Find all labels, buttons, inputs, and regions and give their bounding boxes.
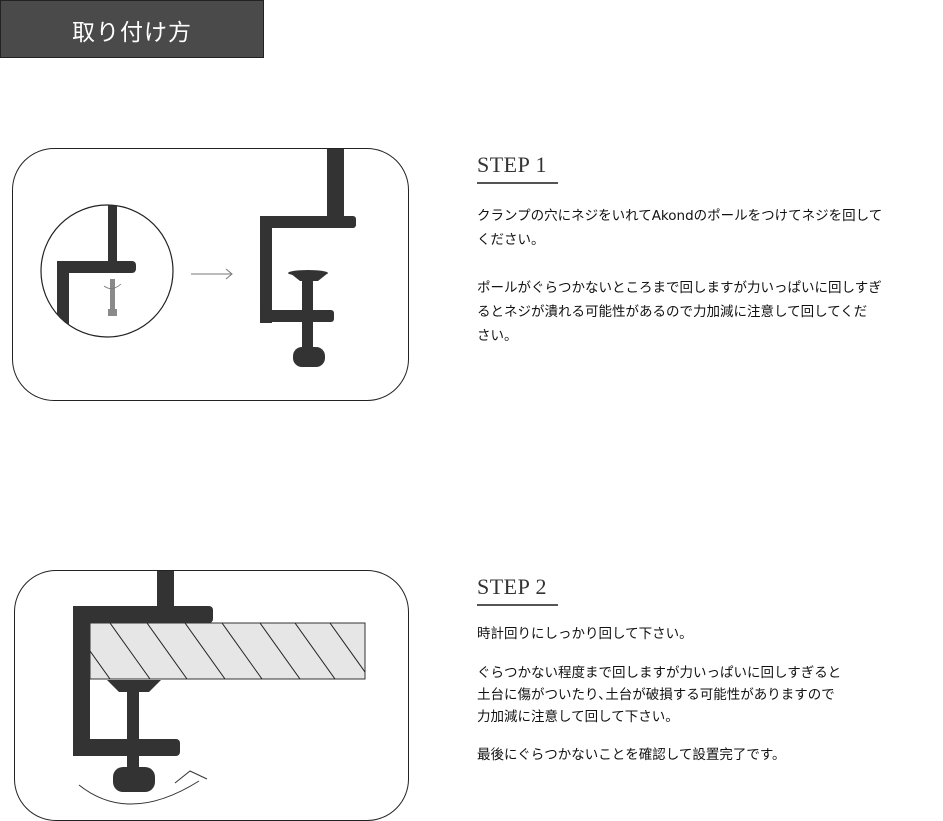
step1-title: STEP 1 (477, 152, 548, 177)
rotate-clockwise-icon (78, 780, 200, 805)
step1-title-underline (477, 182, 558, 184)
step2-instruction-3: 最後にぐらつかないことを確認して設置完了です。 (477, 747, 786, 763)
step2-title: STEP 2 (477, 574, 548, 599)
clamp-detail-illustration (40, 149, 356, 367)
step1-illustration-panel (12, 148, 409, 401)
step2-instruction-2: ぐらつかない程度まで回しますが力いっぱいに回しすぎると 土台に傷がついたり､土台… (477, 665, 842, 725)
step2-illustration-panel (14, 570, 409, 821)
page-title: 取り付け方 (72, 20, 192, 46)
clamp-on-table-illustration (73, 571, 366, 805)
page-header: 取り付け方 (0, 0, 264, 58)
step2-instruction-1: 時計回りにしっかり回して下さい。 (477, 626, 693, 642)
step2-title-underline (477, 604, 558, 606)
step1-instruction-1: クランプの穴にネジをいれてAkondのポールをつけてネジを回して ください。 (477, 208, 883, 248)
step1-instruction-2: ポールがぐらつかないところまで回しますが力いっぱいに回しすぎ るとネジが潰れる可… (477, 280, 882, 344)
table-top (89, 622, 366, 680)
